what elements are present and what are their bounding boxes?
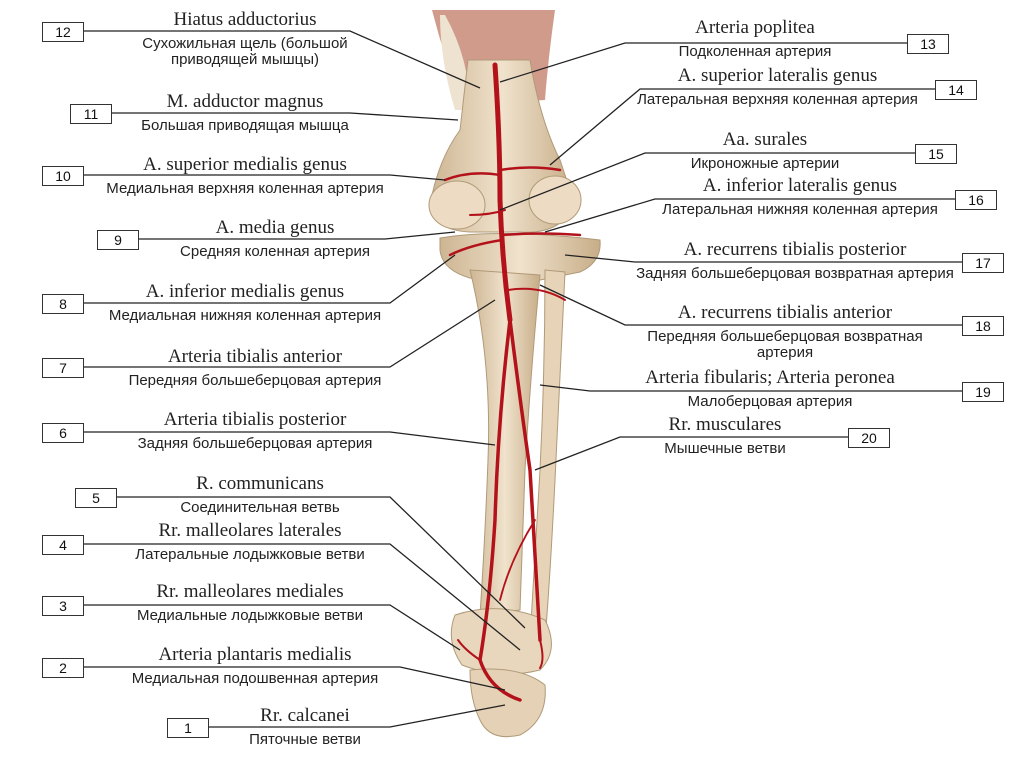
latin-term: Arteria poplitea [620, 18, 890, 38]
latin-term: Rr. musculares [615, 415, 835, 435]
russian-term: Соединительная ветвь [125, 500, 395, 516]
latin-term: Arteria fibularis; Arteria peronea [585, 368, 955, 388]
russian-term: Передняя большеберцовая артерия [115, 373, 395, 389]
russian-term: Задняя большеберцовая возвратная артерия [630, 266, 960, 282]
label-number-box: 12 [42, 22, 84, 42]
russian-term: Подколенная артерия [620, 44, 890, 60]
label-number-box: 13 [907, 34, 949, 54]
russian-term: Медиальная нижняя коленная артерия [95, 308, 395, 324]
label-number-box: 5 [75, 488, 117, 508]
latin-term: A. inferior lateralis genus [650, 176, 950, 196]
label-number-box: 14 [935, 80, 977, 100]
label-number-box: 10 [42, 166, 84, 186]
russian-term: Медиальная верхняя коленная артерия [95, 181, 395, 197]
russian-term: Задняя большеберцовая артерия [115, 436, 395, 452]
latin-term: Hiatus adductorius [135, 10, 355, 30]
latin-term: Arteria plantaris medialis [105, 645, 405, 665]
russian-term: Сухожильная щель (большой приводящей мыш… [135, 36, 355, 68]
latin-term: A. superior lateralis genus [635, 66, 920, 86]
structure-label: A. superior lateralis genusЛатеральная в… [635, 66, 920, 108]
tibia [470, 270, 540, 615]
russian-term: Средняя коленная артерия [160, 244, 390, 260]
latin-term: A. recurrens tibialis anterior [620, 303, 950, 323]
label-number-box: 11 [70, 104, 112, 124]
label-number-box: 1 [167, 718, 209, 738]
label-number-box: 16 [955, 190, 997, 210]
latin-term: Aa. surales [640, 130, 890, 150]
label-number-box: 6 [42, 423, 84, 443]
label-number-box: 8 [42, 294, 84, 314]
latin-term: R. communicans [125, 474, 395, 494]
latin-term: A. superior medialis genus [95, 155, 395, 175]
russian-term: Икроножные артерии [640, 156, 890, 172]
russian-term: Медиальная подошвенная артерия [105, 671, 405, 687]
label-number-box: 3 [42, 596, 84, 616]
medial-condyle [429, 181, 485, 229]
russian-term: Малоберцовая артерия [585, 394, 955, 410]
russian-term: Латеральная верхняя коленная артерия [635, 92, 920, 108]
russian-term: Большая приводящая мышца [135, 118, 355, 134]
latin-term: Arteria tibialis posterior [115, 410, 395, 430]
latin-term: Rr. malleolares mediales [105, 582, 395, 602]
label-number-box: 4 [42, 535, 84, 555]
russian-term: Латеральные лодыжковые ветви [105, 547, 395, 563]
label-number-box: 19 [962, 382, 1004, 402]
label-number-box: 9 [97, 230, 139, 250]
latin-term: Rr. malleolares laterales [105, 521, 395, 541]
latin-term: A. inferior medialis genus [95, 282, 395, 302]
label-number-box: 15 [915, 144, 957, 164]
latin-term: A. media genus [160, 218, 390, 238]
russian-term: Передняя большеберцовая возвратная артер… [620, 329, 950, 361]
russian-term: Пяточные ветви [215, 732, 395, 748]
label-number-box: 18 [962, 316, 1004, 336]
latin-term: A. recurrens tibialis posterior [630, 240, 960, 260]
latin-term: Rr. calcanei [215, 706, 395, 726]
calcaneus [470, 669, 545, 737]
label-number-box: 2 [42, 658, 84, 678]
latin-term: M. adductor magnus [135, 92, 355, 112]
latin-term: Arteria tibialis anterior [115, 347, 395, 367]
russian-term: Мышечные ветви [615, 441, 835, 457]
label-number-box: 7 [42, 358, 84, 378]
label-number-box: 17 [962, 253, 1004, 273]
russian-term: Латеральная нижняя коленная артерия [650, 202, 950, 218]
lateral-condyle [529, 176, 581, 224]
russian-term: Медиальные лодыжковые ветви [105, 608, 395, 624]
label-number-box: 20 [848, 428, 890, 448]
talus [451, 609, 551, 674]
